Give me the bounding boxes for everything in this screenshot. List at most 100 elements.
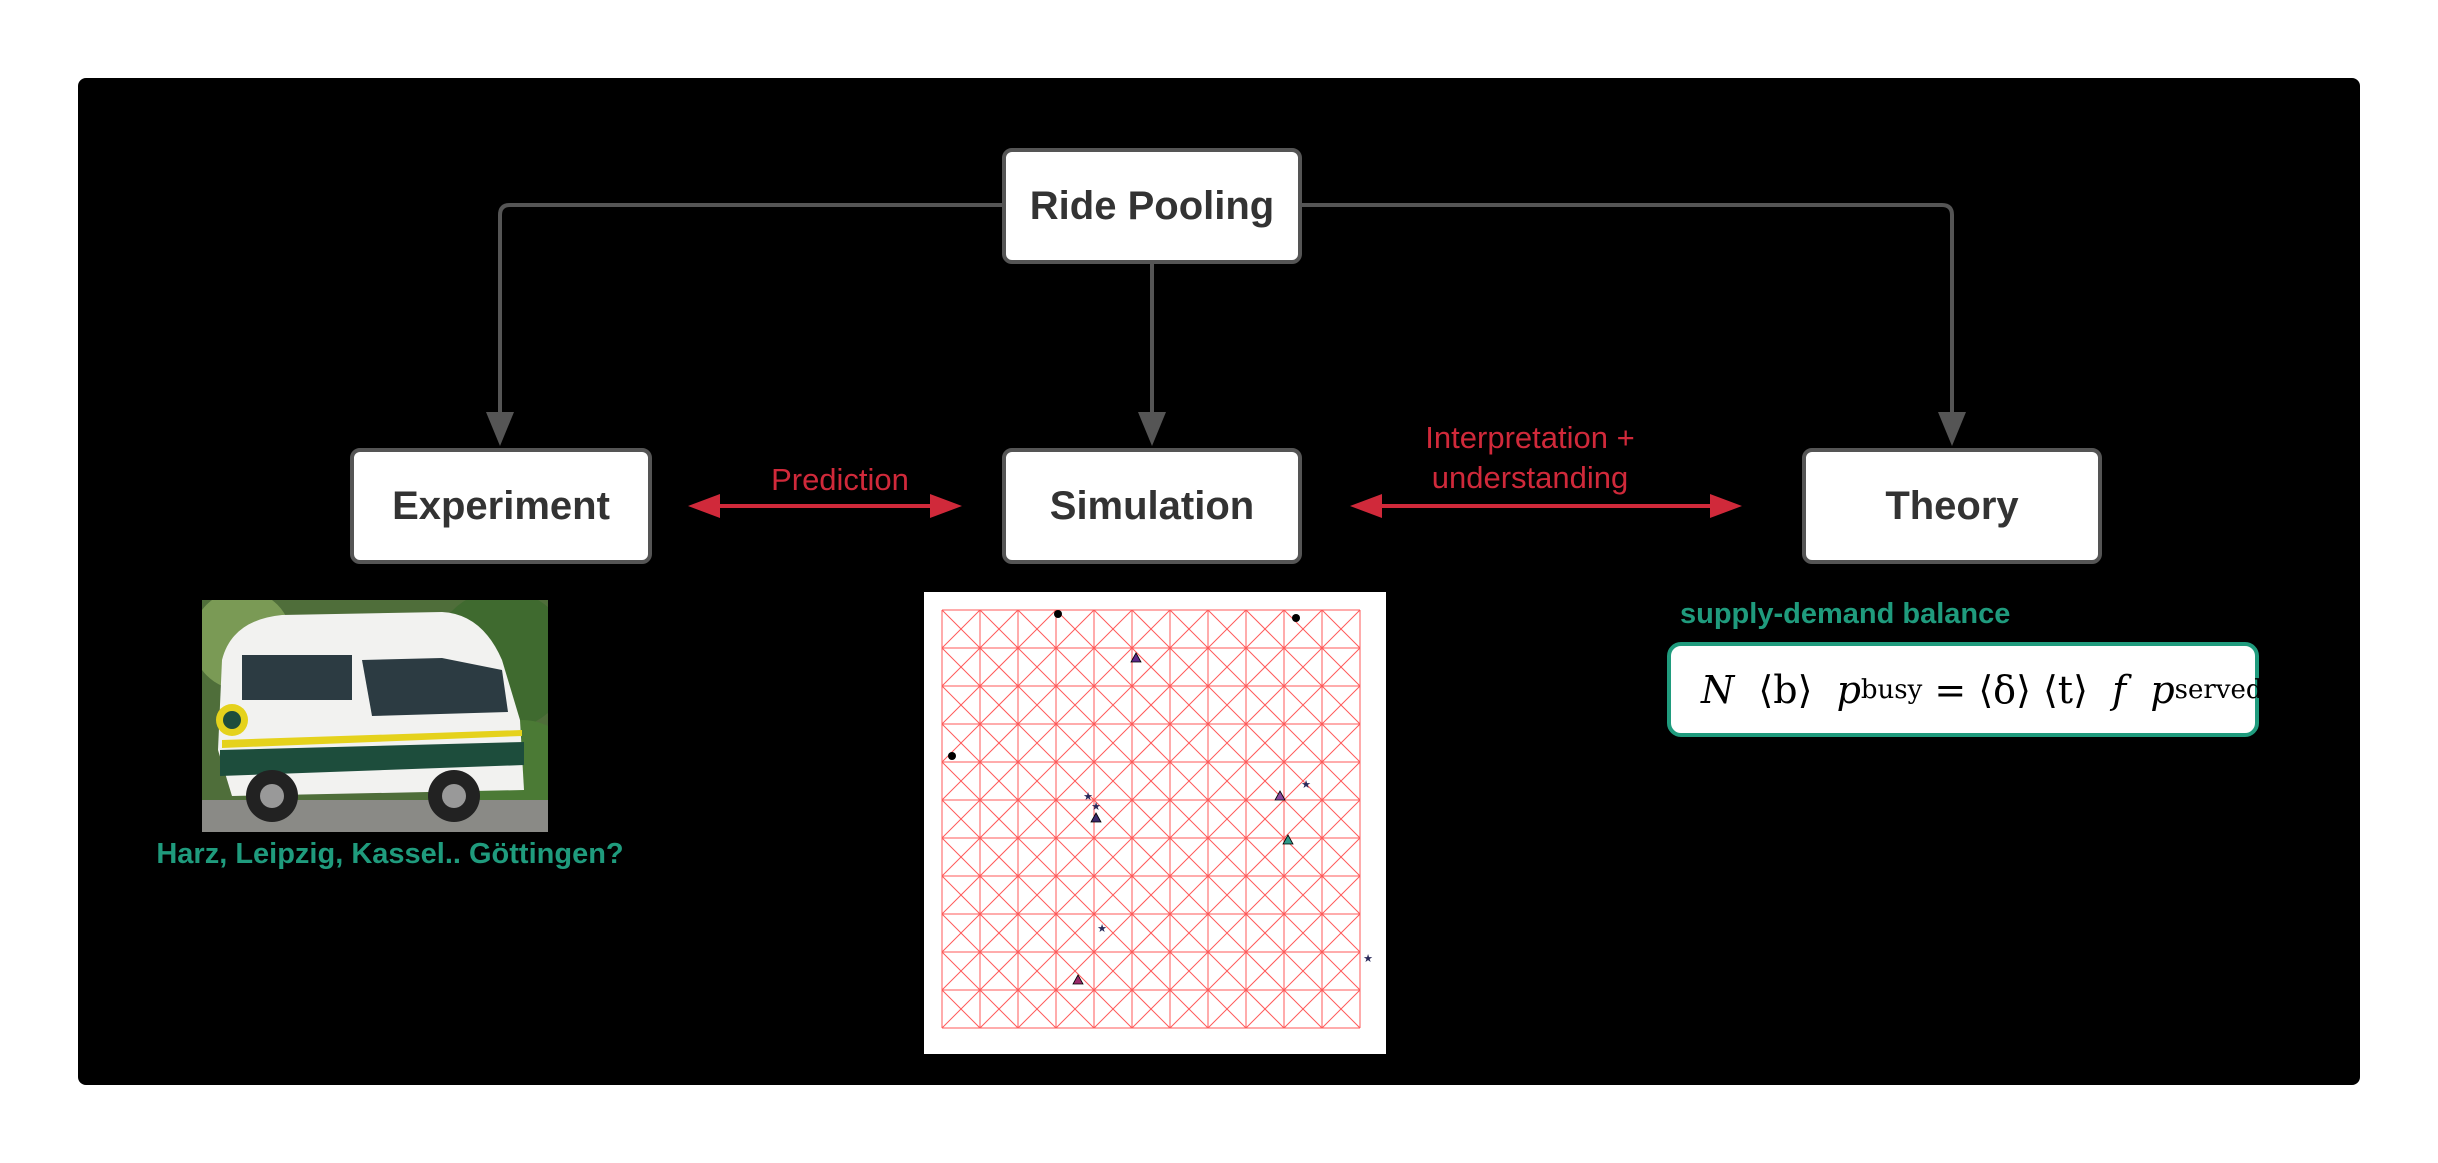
grid-diagonal <box>1207 875 1247 915</box>
grid-diagonal <box>1283 989 1323 1029</box>
grid-diagonal <box>979 951 1019 991</box>
grid-diagonal <box>979 875 1019 915</box>
grid-diagonal <box>1207 799 1247 839</box>
grid-diagonal <box>1169 761 1209 801</box>
grid-diagonal <box>1131 799 1171 839</box>
grid-diagonal <box>1093 951 1133 991</box>
grid-diagonal <box>1169 837 1209 877</box>
formula-f: f <box>2112 667 2127 712</box>
grid-diagonal <box>1245 989 1285 1029</box>
grid-diagonal <box>1207 685 1247 725</box>
formula-p: p <box>1836 667 1861 712</box>
request-triangle <box>1090 812 1102 823</box>
grid-diagonal <box>1055 647 1095 687</box>
grid-diagonal <box>1093 723 1133 763</box>
grid-diagonal <box>1131 837 1171 877</box>
grid-diagonal <box>1131 875 1171 915</box>
vehicle-dot <box>948 752 956 760</box>
arrow-ride-to-experiment <box>498 203 1002 440</box>
experiment-caption: Harz, Leipzig, Kassel.. Göttingen? <box>156 838 624 870</box>
grid-diagonal <box>979 989 1019 1029</box>
theory-caption: supply-demand balance <box>1680 598 2011 630</box>
grid-diagonal <box>1283 913 1323 953</box>
grid-diagonal <box>979 761 1019 801</box>
grid-diagonal <box>1055 761 1095 801</box>
grid-diagonal <box>1321 875 1361 915</box>
grid-diagonal <box>1245 913 1285 953</box>
vehicle-dot <box>1292 614 1300 622</box>
grid-diagonal <box>1017 647 1057 687</box>
grid-diagonal <box>941 609 981 649</box>
grid-diagonal <box>1131 685 1171 725</box>
formula-b: ⟨b⟩ <box>1758 667 1813 712</box>
destination-star: ★ <box>1083 790 1093 803</box>
grid-diagonal <box>1245 761 1285 801</box>
grid-diagonal <box>1245 723 1285 763</box>
node-ride-pooling: Ride Pooling <box>1002 148 1302 264</box>
grid-diagonal <box>1321 913 1361 953</box>
grid-diagonal <box>1321 761 1361 801</box>
grid-diagonal <box>979 913 1019 953</box>
arrowhead-simulation <box>1138 412 1166 446</box>
grid-diagonal <box>1169 609 1209 649</box>
grid-diagonal <box>1055 837 1095 877</box>
grid-diagonal <box>1207 647 1247 687</box>
grid-diagonal <box>1321 837 1361 877</box>
grid-diagonal <box>1245 875 1285 915</box>
grid-diagonal <box>1017 989 1057 1029</box>
grid-diagonal <box>1093 913 1133 953</box>
grid-diagonal <box>941 875 981 915</box>
grid-diagonal <box>1283 837 1323 877</box>
grid-diagonal <box>1283 875 1323 915</box>
grid-diagonal <box>1321 609 1361 649</box>
grid-diagonal <box>1093 609 1133 649</box>
grid-diagonal <box>1169 723 1209 763</box>
grid-diagonal <box>1093 647 1133 687</box>
minibus-photo <box>202 600 548 832</box>
grid-diagonal <box>1169 647 1209 687</box>
grid-diagonal <box>1169 913 1209 953</box>
grid-diagonal <box>1017 723 1057 763</box>
vehicle-dot <box>1054 610 1062 618</box>
formula-served: served <box>2174 674 2263 705</box>
grid-diagonal <box>1055 951 1095 991</box>
grid-diagonal <box>1207 761 1247 801</box>
request-triangle <box>1072 974 1084 985</box>
grid-diagonal <box>979 799 1019 839</box>
request-triangle <box>1282 834 1294 845</box>
grid-diagonal <box>1055 799 1095 839</box>
simulation-grid: ★★★★★ <box>924 592 1386 1054</box>
grid-diagonal <box>1017 761 1057 801</box>
request-triangle <box>1130 652 1142 663</box>
grid-diagonal <box>941 913 981 953</box>
grid-diagonal <box>1093 989 1133 1029</box>
grid-diagonal <box>1321 723 1361 763</box>
grid-diagonal <box>979 723 1019 763</box>
formula-t: ⟨t⟩ <box>2042 667 2088 712</box>
grid-diagonal <box>1055 723 1095 763</box>
destination-star: ★ <box>1091 800 1101 813</box>
grid-diagonal <box>941 837 981 877</box>
grid-diagonal <box>1017 837 1057 877</box>
edge-label-prediction: Prediction <box>771 462 909 497</box>
grid-diagonal <box>1245 837 1285 877</box>
grid-diagonal <box>1283 761 1323 801</box>
grid-diagonal <box>941 761 981 801</box>
grid-diagonal <box>1169 799 1209 839</box>
grid-diagonal <box>1283 951 1323 991</box>
grid-diagonal <box>1017 685 1057 725</box>
grid-diagonal <box>941 685 981 725</box>
grid-diagonal <box>1017 875 1057 915</box>
grid-diagonal <box>1131 913 1171 953</box>
node-simulation: Simulation <box>1002 448 1302 564</box>
grid-diagonal <box>1321 799 1361 839</box>
grid-diagonal <box>941 647 981 687</box>
grid-diagonal <box>1093 761 1133 801</box>
grid-diagonal <box>1283 609 1323 649</box>
grid-diagonal <box>979 647 1019 687</box>
grid-diagonal <box>1093 875 1133 915</box>
destination-star: ★ <box>1097 922 1107 935</box>
arrowhead-theory <box>1938 412 1966 446</box>
grid-diagonal <box>941 951 981 991</box>
